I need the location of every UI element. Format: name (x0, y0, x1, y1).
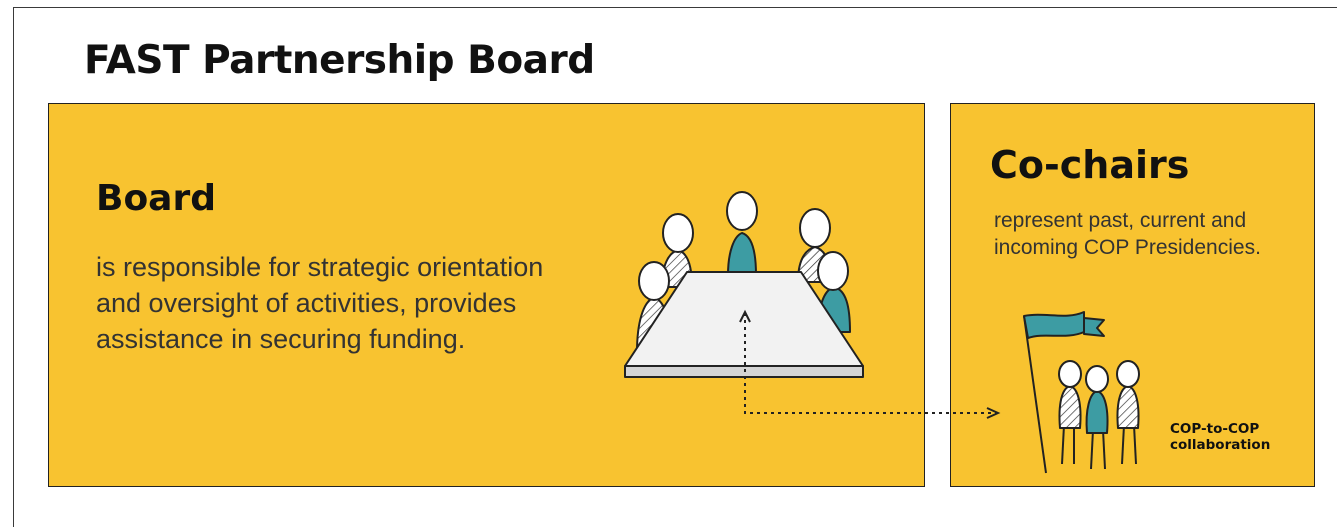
dotted-arrow-connector (739, 309, 1001, 419)
cochairs-heading: Co-chairs (990, 143, 1190, 187)
board-description: is responsible for strategic orientation… (96, 252, 544, 354)
collaboration-label: COP-to-COP collaboration (1170, 421, 1271, 453)
outer-frame (13, 7, 1337, 527)
flag-group-icon (1023, 311, 1140, 474)
page-title: FAST Partnership Board (84, 38, 595, 83)
illustrations (624, 191, 1140, 474)
meeting-table-icon (624, 191, 864, 378)
cochairs-description: represent past, current and incoming COP… (994, 209, 1261, 259)
board-heading: Board (96, 178, 216, 219)
